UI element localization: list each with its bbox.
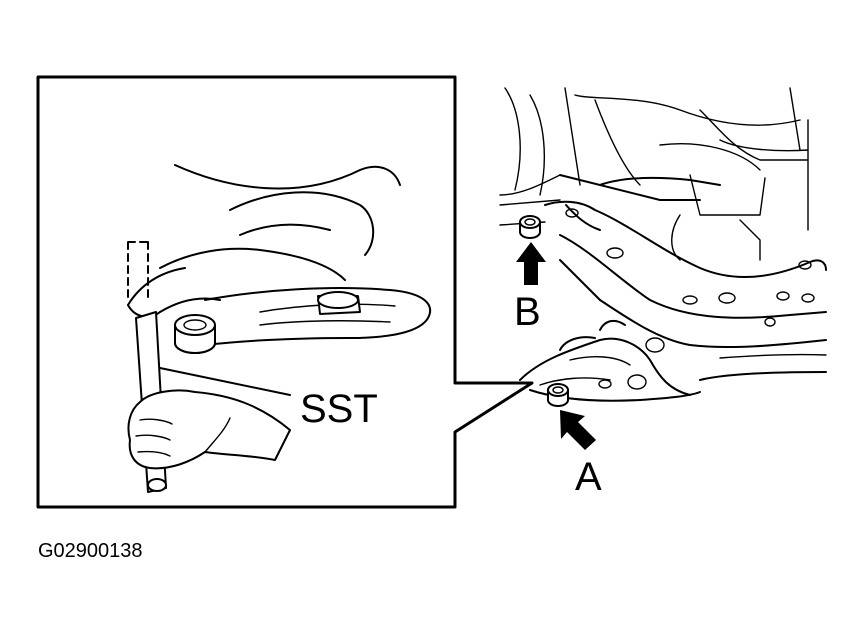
detail-inset-frame [36, 75, 534, 509]
chassis-underbody [499, 87, 827, 402]
inset-hand-upper [127, 164, 401, 318]
label-a: A [575, 455, 602, 499]
sst-leader-line [159, 367, 291, 396]
inset-lower-arm [204, 287, 432, 346]
inset-bolt [174, 314, 216, 354]
arrow-b-icon [516, 242, 546, 285]
label-sst: SST [300, 387, 378, 431]
bolt-b [519, 215, 541, 239]
arrow-a-icon [560, 410, 596, 450]
bolt-a [547, 383, 569, 407]
figure-code: G02900138 [38, 540, 143, 562]
label-b: B [514, 290, 541, 334]
inset-hand-lower [127, 389, 291, 470]
